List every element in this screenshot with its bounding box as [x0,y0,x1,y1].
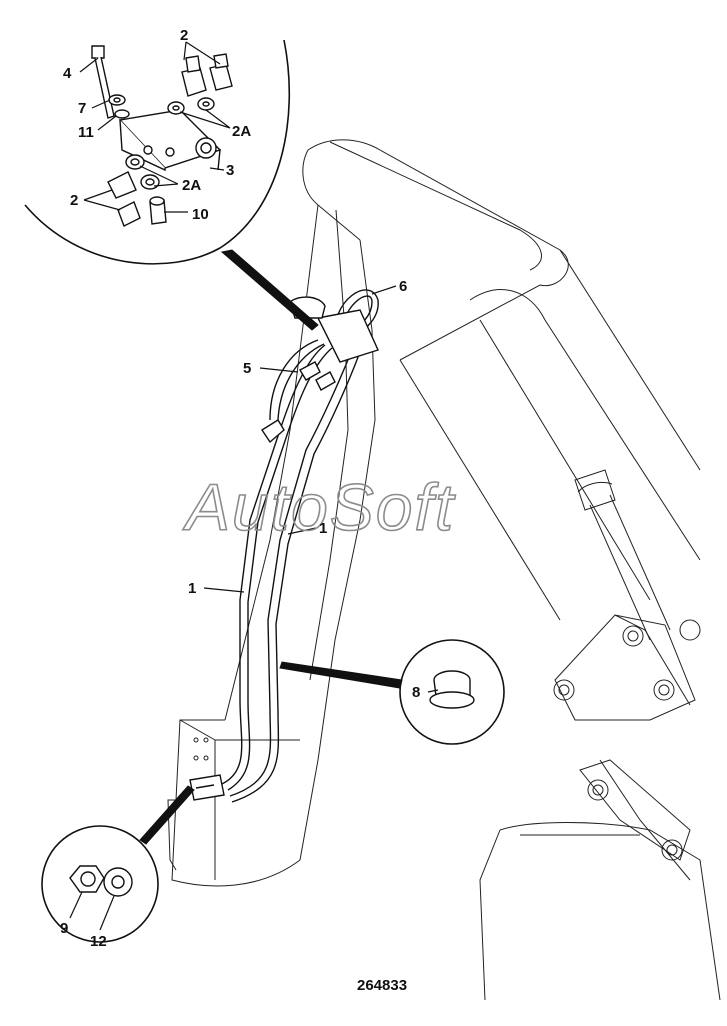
inset-valve-block [24,39,319,331]
watermark-text: AutoSoft [182,470,456,544]
inset-grommet [279,639,505,745]
callout-2a-top: 2A [232,123,251,140]
callout-4: 4 [63,65,72,82]
callout-7: 7 [78,100,86,117]
callout-5: 5 [243,360,251,377]
callout-11: 11 [78,124,94,141]
callout-10: 10 [192,206,209,223]
figure-reference-number: 264833 [357,977,407,994]
callout-2-left: 2 [70,192,78,209]
callout-labels: 2 4 7 11 2A 3 2A 2 10 6 5 1 1 8 9 12 [60,27,420,950]
callout-2a-mid: 2A [182,177,201,194]
boom-structure [167,139,721,1001]
callout-9: 9 [60,920,68,937]
callout-3: 3 [226,162,234,179]
inset-nut-washer [41,785,195,943]
leader-lines [69,41,439,931]
callout-6: 6 [399,278,407,295]
callout-1b: 1 [188,580,196,597]
callout-12: 12 [90,933,107,950]
hydraulic-hoses [189,289,379,803]
callout-8: 8 [412,684,420,701]
callout-1a: 1 [319,520,327,537]
callout-2-top: 2 [180,27,188,44]
